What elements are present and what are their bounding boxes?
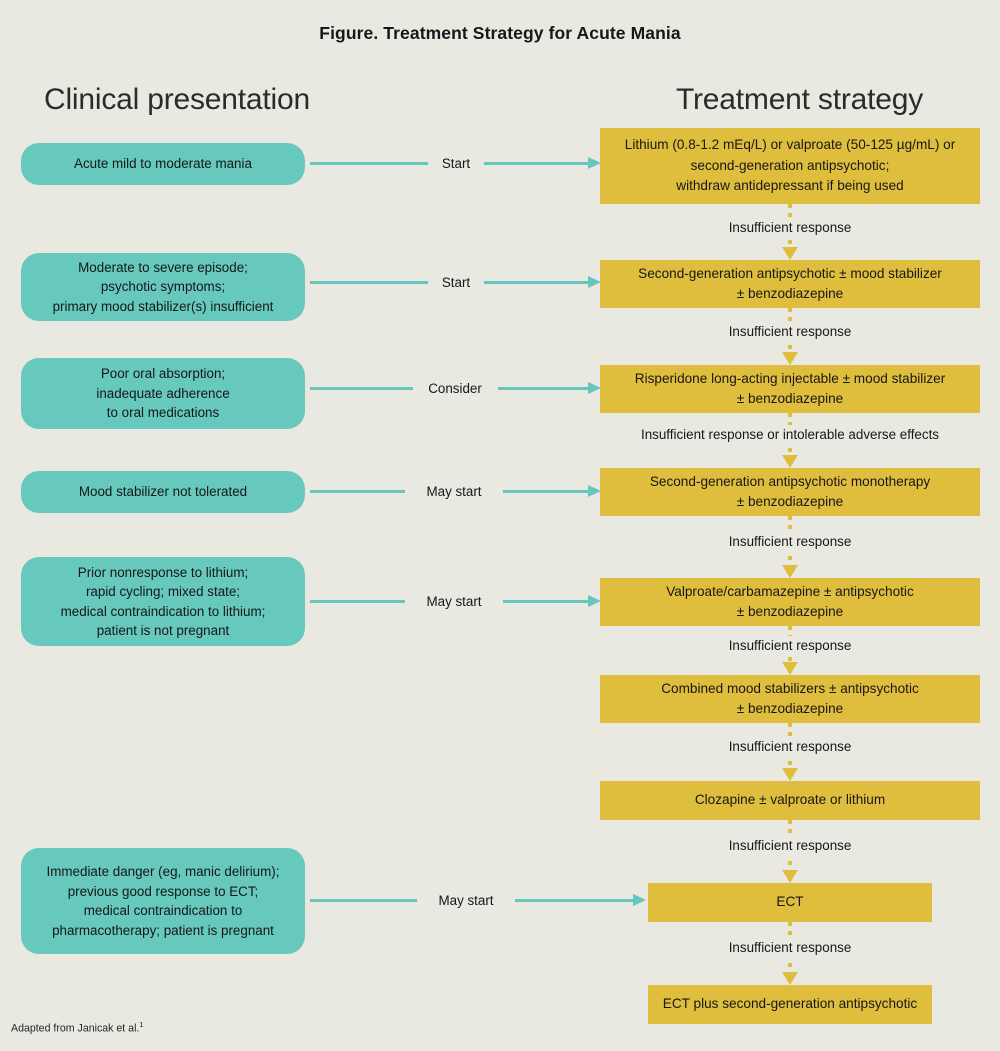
treatment-box-ect-plus-sga[interactable]: ECT plus second-generation antipsychotic	[648, 985, 932, 1024]
treatment-box-text: Lithium (0.8-1.2 mEq/L) or valproate (50…	[624, 137, 956, 194]
treatment-box-combined-mood-stabilizers[interactable]: Combined mood stabilizers ± antipsychoti…	[600, 675, 980, 723]
clinical-box-acute-mild-moderate[interactable]: Acute mild to moderate mania	[21, 143, 305, 185]
arrow-label: May start	[438, 893, 494, 908]
connector-label: Insufficient response	[728, 220, 852, 235]
treatment-box-text: Risperidone long-acting injectable ± moo…	[634, 370, 946, 407]
column-header-clinical-presentation: Clinical presentation	[44, 83, 310, 116]
arrow-label: May start	[426, 594, 482, 609]
connector-label: Insufficient response	[728, 739, 852, 754]
arrow-label: Start	[441, 275, 471, 290]
footnote-text: Adapted from Janicak et al.	[11, 1023, 140, 1035]
horizontal-arrow-may-start-1: May start	[310, 481, 602, 503]
treatment-box-sga-monotherapy[interactable]: Second-generation antipsychotic monother…	[600, 468, 980, 516]
connector-4: Insufficient response	[610, 516, 970, 578]
treatment-box-risperidone-lai[interactable]: Risperidone long-acting injectable ± moo…	[600, 365, 980, 413]
treatment-box-text: Second-generation antipsychotic ± mood s…	[638, 265, 942, 302]
horizontal-arrow-may-start-3: May start	[310, 890, 648, 912]
connector-1: Insufficient response	[610, 204, 970, 260]
connector-label: Insufficient response	[728, 940, 852, 955]
connector-5: Insufficient response	[610, 626, 970, 675]
treatment-box-text: Combined mood stabilizers ± antipsychoti…	[661, 680, 919, 717]
treatment-box-lithium-valproate[interactable]: Lithium (0.8-1.2 mEq/L) or valproate (50…	[600, 128, 980, 204]
connector-label: Insufficient response	[728, 534, 852, 549]
treatment-box-valproate-carbamazepine[interactable]: Valproate/carbamazepine ± antipsychotic …	[600, 578, 980, 626]
connector-2: Insufficient response	[610, 308, 970, 365]
footnote-reference: 1	[139, 1020, 144, 1030]
clinical-box-text: Moderate to severe episode; psychotic sy…	[52, 259, 274, 314]
connector-3: Insufficient response or intolerable adv…	[610, 413, 970, 468]
figure-footnote: Adapted from Janicak et al.1	[11, 1020, 144, 1035]
horizontal-arrow-start-2: Start	[310, 272, 602, 294]
clinical-box-text: Poor oral absorption; inadequate adheren…	[96, 366, 230, 421]
connector-label: Insufficient response or intolerable adv…	[641, 427, 939, 442]
horizontal-arrow-consider: Consider	[310, 378, 602, 400]
arrow-label: Start	[441, 156, 471, 171]
connector-8: Insufficient response	[610, 922, 970, 985]
connector-6: Insufficient response	[610, 723, 970, 781]
treatment-box-text: ECT plus second-generation antipsychotic	[662, 996, 918, 1012]
clinical-box-immediate-danger[interactable]: Immediate danger (eg, manic delirium); p…	[21, 848, 305, 954]
clinical-box-prior-nonresponse[interactable]: Prior nonresponse to lithium; rapid cycl…	[21, 557, 305, 646]
arrow-label: May start	[426, 484, 482, 499]
treatment-box-ect[interactable]: ECT	[648, 883, 932, 922]
treatment-box-text: Second-generation antipsychotic monother…	[649, 473, 931, 510]
clinical-box-text: Prior nonresponse to lithium; rapid cycl…	[60, 564, 266, 639]
figure-title: Figure. Treatment Strategy for Acute Man…	[319, 23, 681, 43]
treatment-box-text: ECT	[776, 894, 804, 910]
clinical-box-text: Acute mild to moderate mania	[74, 156, 252, 172]
clinical-box-mood-stabilizer-not-tolerated[interactable]: Mood stabilizer not tolerated	[21, 471, 305, 513]
treatment-box-text: Valproate/carbamazepine ± antipsychotic …	[666, 583, 914, 620]
clinical-box-text: Mood stabilizer not tolerated	[78, 484, 248, 500]
column-header-treatment-strategy: Treatment strategy	[676, 83, 924, 116]
treatment-box-clozapine[interactable]: Clozapine ± valproate or lithium	[600, 781, 980, 820]
treatment-box-sga-mood-stabilizer[interactable]: Second-generation antipsychotic ± mood s…	[600, 260, 980, 308]
clinical-box-poor-absorption[interactable]: Poor oral absorption; inadequate adheren…	[21, 358, 305, 429]
connector-7: Insufficient response	[610, 820, 970, 883]
treatment-box-text: Clozapine ± valproate or lithium	[694, 792, 886, 808]
clinical-box-moderate-severe[interactable]: Moderate to severe episode; psychotic sy…	[21, 253, 305, 321]
horizontal-arrow-start-1: Start	[310, 153, 602, 175]
connector-label: Insufficient response	[728, 838, 852, 853]
arrow-label: Consider	[428, 381, 482, 396]
horizontal-arrow-may-start-2: May start	[310, 591, 602, 613]
connector-label: Insufficient response	[728, 638, 852, 653]
connector-label: Insufficient response	[728, 324, 852, 339]
clinical-box-text: Immediate danger (eg, manic delirium); p…	[46, 864, 280, 938]
